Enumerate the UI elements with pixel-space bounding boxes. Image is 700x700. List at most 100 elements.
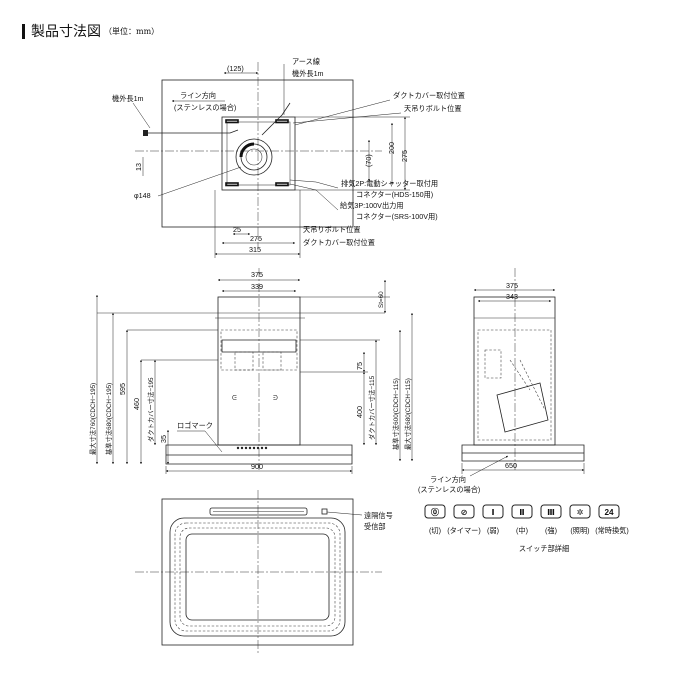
ceiling-bolt-leader xyxy=(292,112,402,124)
front-dim-75: 75 xyxy=(355,362,364,370)
top-view-hood-outline xyxy=(161,79,354,228)
front-dim-400: 400 xyxy=(355,406,364,418)
top-view-fan-inner xyxy=(245,148,263,166)
front-dim-595: 595 xyxy=(118,383,127,395)
top-view-duct-body xyxy=(221,116,296,191)
duct-cover-pos-leader xyxy=(294,99,391,126)
switch-low-symbol: Ⅰ xyxy=(491,508,494,517)
switch-high-label: (強) xyxy=(545,526,557,535)
top-view-fan-outer xyxy=(235,138,273,176)
front-dim-375: 375 xyxy=(251,270,263,279)
side-internal-duct xyxy=(496,382,549,433)
exhaust-2p-label: 排気2P:電動シャッター取付用 xyxy=(341,179,438,188)
outside-length-label: 機外長1m xyxy=(292,69,324,78)
top-view-cable-plug-left xyxy=(143,130,148,136)
front-control-dots xyxy=(236,446,268,450)
switch-off-button[interactable]: ⓪ xyxy=(424,504,446,519)
front-max-dim-760: 最大寸法760(CDCH−195) xyxy=(88,383,97,455)
bottom-filter-dash-2 xyxy=(179,527,336,627)
bottom-filter-outer xyxy=(169,517,346,637)
title-block: 製品寸法図 （単位：mm） xyxy=(22,22,159,40)
switch-low-button[interactable]: Ⅰ xyxy=(482,504,504,519)
switch-24h-button[interactable]: 24 xyxy=(598,504,620,519)
side-std-dim-600: 基準寸法600(CDCH−115) xyxy=(391,378,400,450)
side-line-direction: ライン方向 xyxy=(430,475,466,484)
dim-275-v: 275 xyxy=(400,150,409,162)
bottom-filter-inner xyxy=(185,533,330,621)
switch-off-symbol: ⓪ xyxy=(431,507,440,517)
light-icon: ✲ xyxy=(577,508,584,517)
front-dim-900: 900 xyxy=(251,462,263,471)
ceiling-bolt-bottom-label: 天吊りボルト位置 xyxy=(303,225,361,234)
duct-cover-pos-label: ダクトカバー取付位置 xyxy=(393,91,465,100)
front-dim-460: 460 xyxy=(132,398,141,410)
dim-phi148: φ148 xyxy=(134,191,151,200)
front-view: ᕮ ᕭ 375 339 最大寸法760(CDCH−195) 基準寸法680(CD… xyxy=(88,268,390,474)
dim-200: 200 xyxy=(387,142,396,154)
front-hood-body xyxy=(165,444,353,465)
stainless-label: (ステンレスの場合) xyxy=(174,103,236,112)
side-duct-cover xyxy=(473,296,556,446)
connector-hds-label: コネクター(HDS-150用) xyxy=(356,190,433,199)
outside-length-left-leader xyxy=(132,102,151,129)
switch-light-button[interactable]: ✲ xyxy=(569,504,591,519)
top-view-fan-shading xyxy=(239,142,255,158)
switch-mid-button[interactable]: Ⅱ xyxy=(511,504,533,519)
switch-timer-label: (タイマー) xyxy=(447,526,481,535)
switch-light-label: (照明) xyxy=(570,526,589,535)
switch-low-label: (弱) xyxy=(487,526,499,535)
front-dim-st60: St=60 xyxy=(378,291,385,308)
dim-13: 13 xyxy=(134,163,143,171)
line-direction-label: ライン方向 xyxy=(180,91,216,100)
ceiling-bolt-label: 天吊りボルト位置 xyxy=(404,104,462,113)
side-dim-650: 650 xyxy=(505,461,517,470)
switch-panel: ⓪ ⊘ Ⅰ Ⅱ Ⅲ ✲ 24 (切) (タイマー) (弱) (中) (強) xyxy=(424,504,629,553)
top-view-corner-mark-1 xyxy=(225,119,239,124)
side-max-dim-680: 最大寸法680(CDCH−115) xyxy=(403,378,412,450)
switch-mid-symbol: Ⅱ xyxy=(519,508,524,517)
front-hidden-2 xyxy=(262,351,282,371)
front-dim-339: 339 xyxy=(251,282,263,291)
bottom-light-bar xyxy=(209,507,308,516)
top-dim-125: (125) xyxy=(227,64,244,73)
front-duct-band xyxy=(221,339,297,353)
side-hidden-diag xyxy=(509,359,546,411)
top-view-corner-mark-3 xyxy=(225,182,239,187)
side-stainless-label: (ステンレスの場合) xyxy=(418,485,480,494)
title-bar-mark xyxy=(22,23,25,39)
switch-detail-caption: スイッチ部詳細 xyxy=(519,544,569,553)
switch-timer-button[interactable]: ⊘ xyxy=(453,504,475,519)
front-duct-dim-115: ダクトカバー寸法−115 xyxy=(367,375,376,440)
switch-high-button[interactable]: Ⅲ xyxy=(540,504,562,519)
side-hidden-box xyxy=(477,329,552,441)
connector-leader-1 xyxy=(289,179,339,189)
phi148-leader xyxy=(157,166,242,197)
logo-mark-label: ロゴマーク xyxy=(177,421,213,430)
connector-srs-label: コネクター(SRS-100V用) xyxy=(356,212,438,221)
switch-24h-label: (常時換気) xyxy=(595,526,629,535)
side-hidden-small xyxy=(484,349,502,379)
top-view-corner-mark-4 xyxy=(275,182,289,187)
top-view-corner-mark-2 xyxy=(275,119,289,124)
remote-sensor-icon xyxy=(321,508,328,515)
logo-mark-leader xyxy=(204,430,223,453)
front-hidden-box xyxy=(220,329,298,371)
front-dim-35: 35 xyxy=(159,435,168,443)
dim-275-h: 275 xyxy=(250,234,262,243)
remote-sensor-leader xyxy=(326,511,363,516)
earth-wire-label: アース線 xyxy=(292,57,320,66)
front-screw-mark-right: ᕭ xyxy=(273,395,278,402)
side-dim-343: 343 xyxy=(506,292,518,301)
side-line-direction-arrow xyxy=(469,455,509,477)
dim-25: 25 xyxy=(233,225,241,234)
front-std-dim-680: 基準寸法680(CDCH−195) xyxy=(104,383,113,455)
page-title: 製品寸法図 xyxy=(31,24,101,40)
top-view-cable xyxy=(147,102,291,136)
side-dim-375: 375 xyxy=(506,281,518,290)
switch-24h-symbol: 24 xyxy=(604,508,614,517)
top-view-duct-inner xyxy=(226,121,291,186)
front-duct-dim-195: ダクトカバー寸法−195 xyxy=(146,377,155,442)
front-screw-mark-left: ᕮ xyxy=(232,395,237,402)
switch-high-symbol: Ⅲ xyxy=(547,508,555,517)
